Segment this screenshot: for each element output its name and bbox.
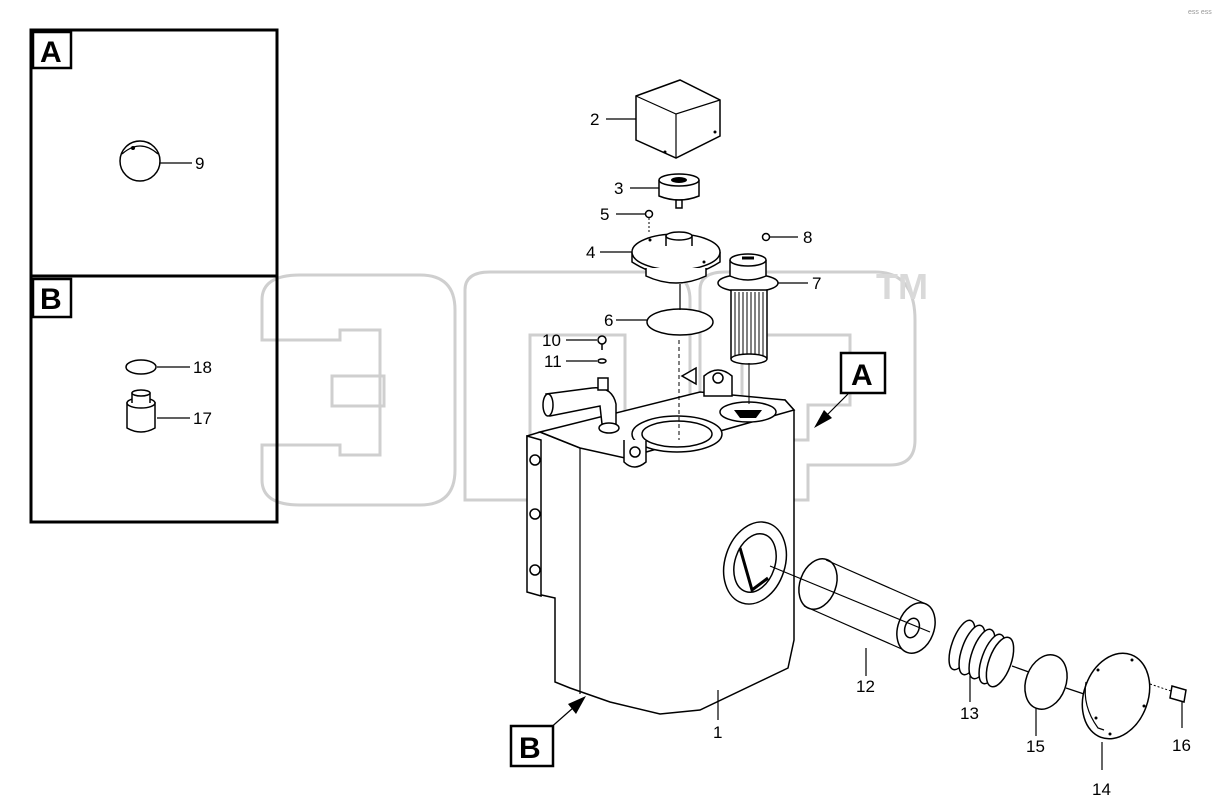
part-3-sensor (658, 173, 700, 209)
part-2-cover (635, 79, 721, 159)
part-14-cover (1081, 652, 1151, 740)
part-12-cylinder (769, 558, 936, 654)
callout-16: 16 (1172, 736, 1191, 755)
callout-18: 18 (193, 358, 212, 377)
callout-12: 12 (856, 677, 875, 696)
part-8-screw (761, 232, 771, 242)
part-18-seal (125, 359, 157, 375)
part-17-cap (126, 389, 156, 433)
part-5-screw (644, 209, 654, 232)
main-assembly: 2 3 5 4 (509, 79, 1191, 799)
part-13-spring (948, 619, 1041, 688)
callout-17: 17 (193, 409, 212, 428)
part-10-plug (597, 335, 607, 350)
part-1-tank (526, 340, 796, 715)
corner-mark: ess ess (1188, 9, 1212, 16)
callout-14: 14 (1092, 780, 1111, 799)
callout-1: 1 (713, 723, 722, 742)
callout-9: 9 (195, 154, 204, 173)
callout-6: 6 (604, 311, 613, 330)
callout-7: 7 (812, 274, 821, 293)
callout-13: 13 (960, 704, 979, 723)
view-marker-a: A (814, 351, 887, 428)
callout-2: 2 (590, 110, 599, 129)
callout-4: 4 (586, 243, 595, 262)
callout-10: 10 (542, 331, 561, 350)
view-a-label-box (31, 30, 73, 70)
part-15-gasket (1024, 654, 1085, 710)
callout-15: 15 (1026, 737, 1045, 756)
view-b-letter: B (40, 283, 62, 316)
part-11-ring (597, 358, 607, 364)
watermark-tm: TM (876, 266, 928, 307)
view-b-label-box (31, 277, 73, 319)
view-a-letter: A (40, 36, 62, 69)
callout-11: 11 (544, 352, 562, 371)
view-marker-b: B (509, 696, 586, 768)
callout-3: 3 (614, 179, 623, 198)
callout-8: 8 (803, 228, 812, 247)
part-9-plug (119, 140, 161, 182)
view-marker-a-letter: A (851, 359, 873, 392)
part-7-filter (717, 253, 779, 365)
callout-5: 5 (600, 205, 609, 224)
part-4-flange (631, 231, 721, 284)
detail-views-panel: A 9 B 18 17 (29, 28, 279, 524)
elbow-fitting (542, 377, 620, 434)
view-marker-b-letter: B (519, 732, 541, 765)
part-16-bolt (1149, 683, 1187, 703)
part-6-gasket (646, 308, 714, 336)
